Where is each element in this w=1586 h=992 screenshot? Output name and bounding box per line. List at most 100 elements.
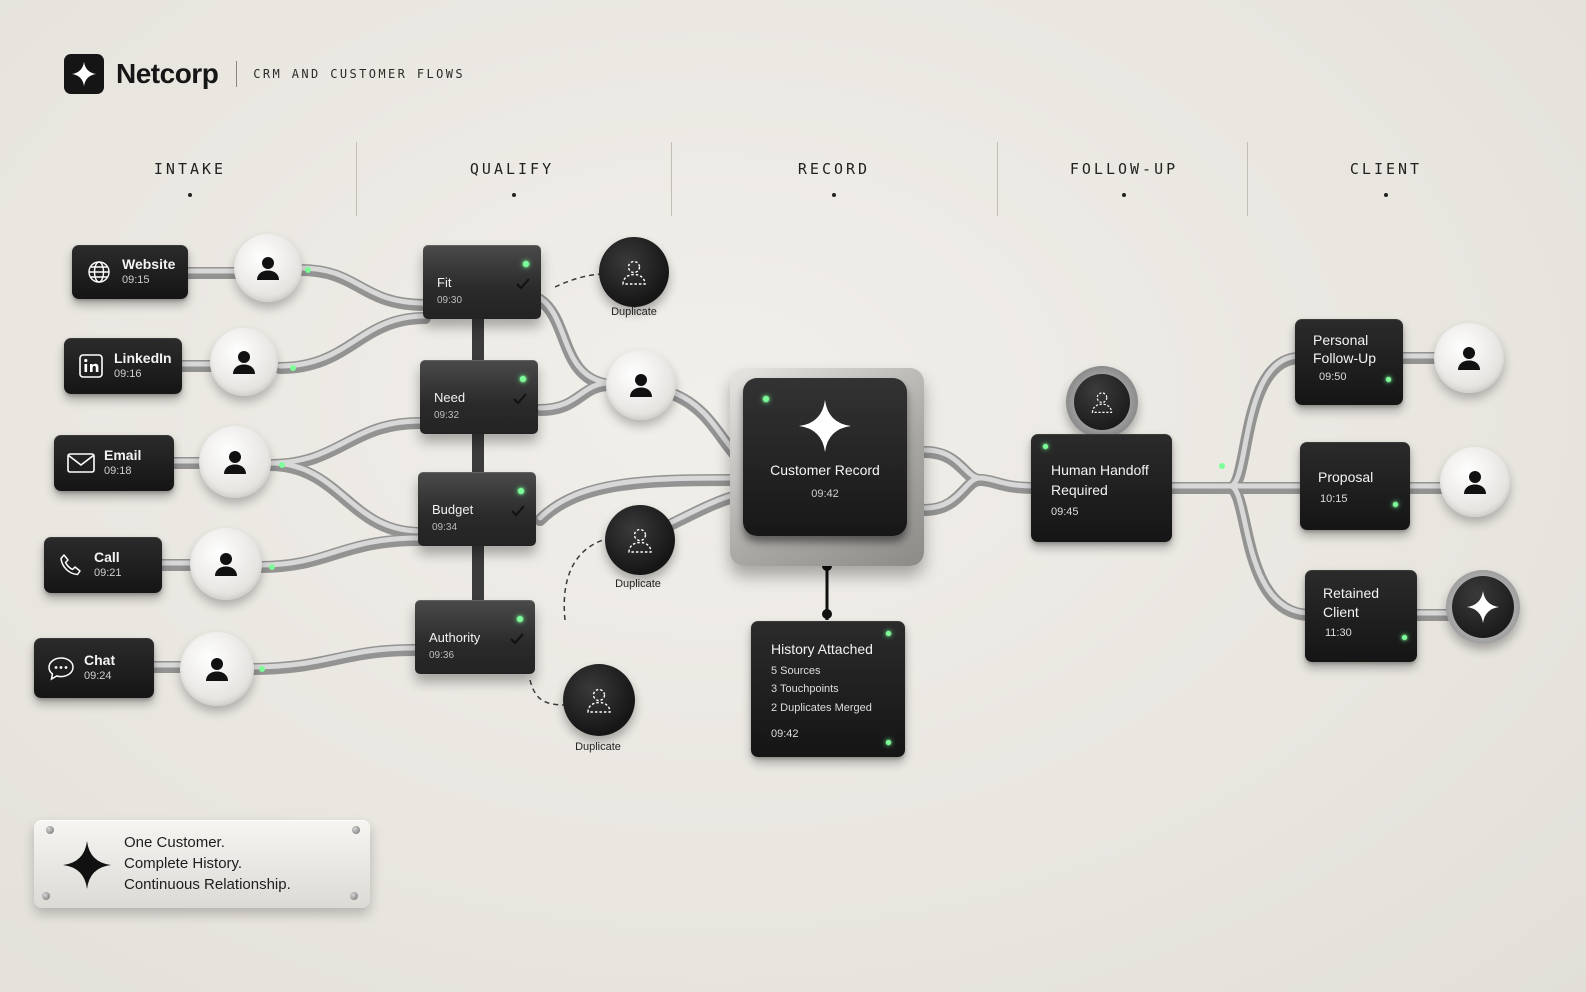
globe-icon — [88, 261, 110, 283]
duplicate-caption: Duplicate — [575, 741, 621, 753]
stage-dot — [1384, 193, 1388, 197]
source-time: 09:16 — [114, 367, 142, 380]
status-led — [763, 396, 769, 402]
stage-record: RECORD — [797, 160, 871, 178]
customer-record-card[interactable]: Customer Record 09:42 — [743, 378, 907, 536]
followup-time: 09:50 — [1319, 371, 1347, 383]
retained-client-disc[interactable] — [1452, 576, 1514, 638]
source-time: 09:21 — [94, 566, 122, 579]
source-label: Email — [104, 447, 142, 464]
brand-name: Netcorp — [116, 58, 219, 89]
slogan-plaque: One Customer. Complete History. Continuo… — [34, 820, 370, 908]
status-led — [1043, 444, 1048, 449]
status-led — [520, 376, 526, 382]
followup-card-proposal[interactable]: Proposal 10:15 — [1300, 442, 1410, 530]
screw-icon — [352, 826, 360, 834]
duplicate-disc[interactable] — [563, 664, 635, 736]
screw-icon — [350, 892, 358, 900]
source-time: 09:24 — [84, 669, 112, 682]
stage-follow-up: FOLLOW-UP — [1069, 160, 1179, 178]
duplicate-caption: Duplicate — [615, 578, 661, 590]
four-point-star-icon — [1467, 591, 1499, 623]
duplicate-caption: Duplicate — [611, 306, 657, 318]
qualify-label: Fit — [437, 275, 452, 290]
stage-dot — [1122, 193, 1126, 197]
source-label: Chat — [84, 652, 116, 669]
person-icon — [206, 658, 228, 681]
contact-disc[interactable] — [234, 234, 302, 302]
checkmark-icon — [513, 393, 527, 405]
screw-icon — [42, 892, 50, 900]
followup-title: Client — [1323, 604, 1359, 620]
followup-time: 10:15 — [1320, 493, 1348, 505]
stage-divider — [1247, 142, 1248, 216]
dashed-person-icon — [628, 528, 652, 553]
history-line: 3 Touchpoints — [771, 683, 839, 695]
qualify-block-fit[interactable]: Fit 09:30 — [423, 245, 541, 319]
dashed-person-icon — [1091, 392, 1113, 414]
qualify-time: 09:30 — [437, 295, 463, 306]
source-label: LinkedIn — [114, 350, 172, 367]
handoff-button[interactable] — [1074, 374, 1130, 430]
status-led — [518, 488, 524, 494]
followup-title: Personal — [1313, 332, 1369, 348]
status-led — [1393, 502, 1398, 507]
status-led — [1402, 635, 1407, 640]
dashed-person-icon — [622, 260, 646, 285]
followup-time: 11:30 — [1325, 627, 1352, 639]
customer-record-time: 09:42 — [811, 488, 839, 500]
dashed-person-icon — [587, 688, 611, 713]
client-disc[interactable] — [1440, 447, 1510, 517]
client-disc[interactable] — [1434, 323, 1504, 393]
plaque-line: Continuous Relationship. — [124, 876, 291, 893]
merged-contact-disc[interactable] — [606, 350, 676, 420]
handoff-title: Required — [1051, 482, 1108, 498]
history-attached-card[interactable]: History Attached 5 Sources 3 Touchpoints… — [751, 621, 905, 757]
history-title: History Attached — [771, 641, 873, 657]
stage-qualify: QUALIFY — [469, 160, 555, 178]
qualify-block-authority[interactable]: Authority 09:36 — [415, 600, 535, 674]
contact-disc[interactable] — [210, 328, 278, 396]
qualify-block-need[interactable]: Need 09:32 — [420, 360, 538, 434]
brand-subtitle: CRM AND CUSTOMER FLOWS — [253, 67, 466, 81]
checkmark-icon — [510, 633, 524, 645]
person-icon — [630, 374, 652, 397]
four-point-star-icon — [799, 400, 851, 452]
person-icon — [1464, 471, 1486, 494]
four-point-star-icon — [63, 841, 111, 889]
history-line: 2 Duplicates Merged — [771, 702, 872, 714]
contact-disc[interactable] — [180, 632, 254, 706]
status-led — [517, 616, 523, 622]
person-icon — [257, 257, 279, 280]
linkedin-icon — [79, 354, 103, 378]
followup-title: Retained — [1323, 585, 1380, 601]
qualify-time: 09:32 — [434, 410, 460, 421]
duplicate-disc[interactable] — [605, 505, 675, 575]
source-label: Call — [94, 549, 120, 566]
qualify-block-budget[interactable]: Budget 09:34 — [418, 472, 536, 546]
customer-record-housing: Customer Record 09:42 — [730, 368, 924, 566]
source-time: 09:18 — [104, 464, 132, 477]
brand-logo — [64, 54, 104, 94]
source-label: Website — [122, 256, 176, 273]
phone-icon — [60, 554, 81, 576]
contact-disc[interactable] — [190, 528, 262, 600]
duplicate-disc[interactable] — [599, 237, 669, 307]
followup-title: Proposal — [1318, 469, 1374, 485]
person-icon — [233, 351, 255, 374]
contact-disc[interactable] — [199, 426, 271, 498]
followup-title: Follow-Up — [1313, 350, 1377, 366]
handoff-button-ring — [1066, 366, 1138, 438]
stage-intake: INTAKE — [153, 160, 227, 178]
source-time: 09:15 — [122, 273, 150, 286]
screw-icon — [46, 826, 54, 834]
qualify-time: 09:36 — [429, 650, 455, 661]
